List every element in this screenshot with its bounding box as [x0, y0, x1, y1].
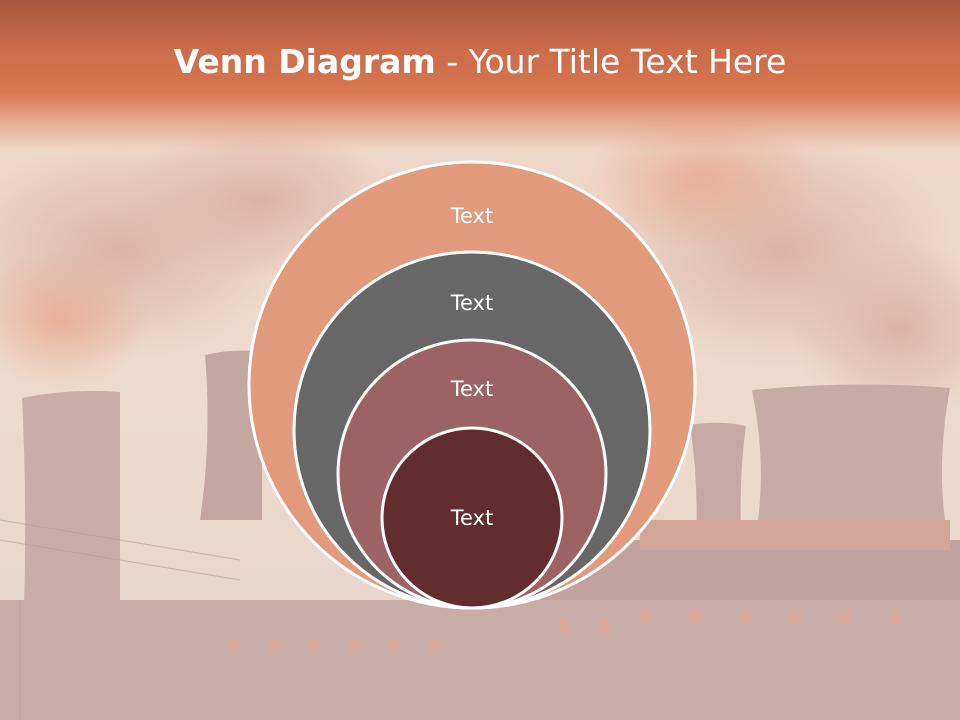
circle-4-label: Text: [450, 506, 493, 530]
slide-title: Venn Diagram - Your Title Text Here: [0, 40, 960, 84]
circle-3-label: Text: [450, 377, 493, 401]
title-bold: Venn Diagram: [173, 42, 436, 81]
circle-1-label: Text: [450, 204, 493, 228]
circle-2-label: Text: [450, 291, 493, 315]
title-band: [0, 0, 960, 150]
circle-4: [380, 426, 564, 610]
title-rest: - Your Title Text Here: [435, 42, 787, 81]
